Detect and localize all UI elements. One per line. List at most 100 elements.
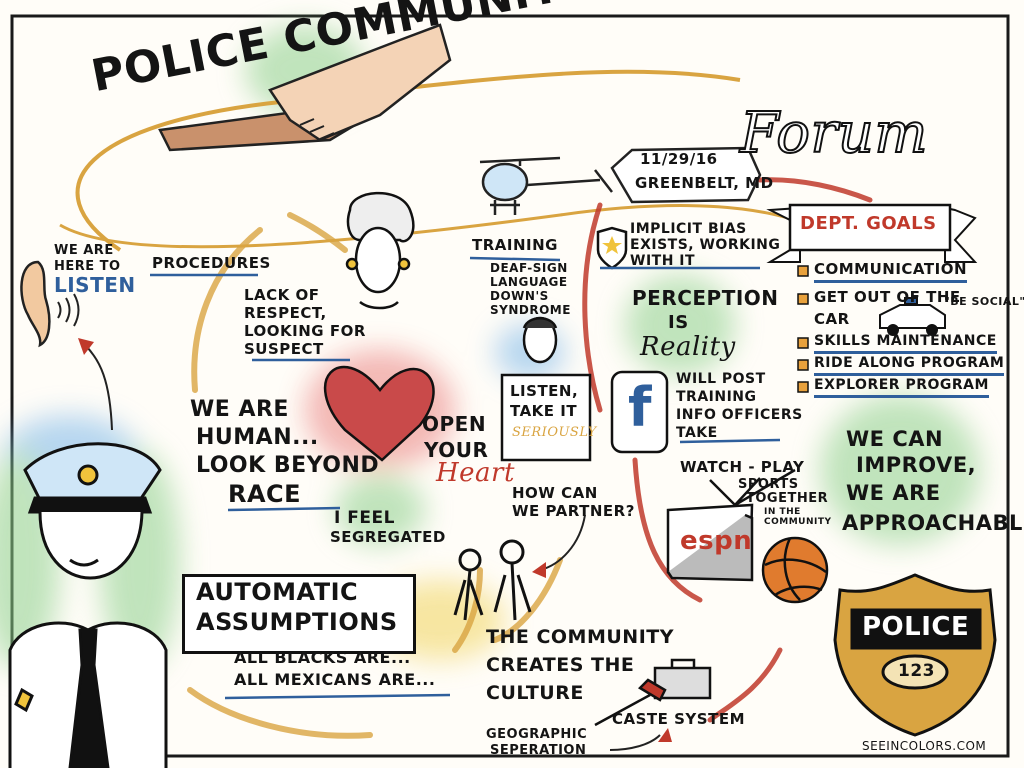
facebook-line1: WILL POST bbox=[676, 371, 766, 387]
title-script: Forum bbox=[739, 101, 928, 166]
community-line1: THE COMMUNITY bbox=[486, 626, 674, 648]
perception-script: Reality bbox=[640, 332, 736, 362]
community-geo-1: GEOGRAPHIC bbox=[486, 727, 588, 742]
partner-arrowhead bbox=[532, 562, 546, 578]
heart-icon bbox=[324, 365, 435, 462]
title-swoosh-lower bbox=[59, 204, 821, 249]
training-sign-script: SERIOUSLY bbox=[512, 425, 597, 440]
community-line2: CREATES THE bbox=[486, 654, 635, 676]
goals-ribbon-center bbox=[788, 203, 952, 252]
procedures-lady bbox=[345, 191, 415, 310]
badge-label: POLICE bbox=[862, 612, 970, 642]
goals-bullets bbox=[797, 265, 809, 393]
facebook-line2: TRAINING bbox=[676, 389, 757, 405]
training-item-1: DEAF-SIGN bbox=[490, 261, 568, 275]
community-caste: CASTE SYSTEM bbox=[612, 710, 745, 728]
procedures-item-1: LACK OF bbox=[244, 286, 320, 304]
blue-underlines bbox=[150, 256, 781, 700]
goal-item-1: COMMUNICATION bbox=[814, 261, 967, 283]
goal-item-4: SKILLS MAINTENANCE bbox=[814, 334, 997, 354]
badge-number: 123 bbox=[898, 661, 935, 681]
human-line4: RACE bbox=[228, 480, 302, 508]
listen-line2: HERE TO bbox=[54, 259, 121, 274]
police-car-icon bbox=[879, 297, 946, 336]
improve-line3: WE ARE bbox=[846, 481, 941, 505]
watch-line2: SPORTS bbox=[738, 477, 799, 492]
open-heart-line1: OPEN bbox=[422, 412, 487, 436]
sound-waves-icon bbox=[57, 293, 80, 327]
improve-line4: APPROACHABLE bbox=[842, 511, 1024, 535]
perception-line2: IS bbox=[668, 312, 689, 333]
partner-line2: WE PARTNER? bbox=[512, 502, 635, 520]
segregated-line1: I FEEL bbox=[334, 508, 395, 528]
community-geo-2: SEPERATION bbox=[490, 743, 587, 758]
tv-icon bbox=[666, 468, 796, 582]
assumption-item-2: ALL MEXICANS ARE... bbox=[234, 670, 436, 689]
human-line3: LOOK BEYOND bbox=[196, 453, 380, 478]
event-place: GREENBELT, MD bbox=[635, 174, 774, 192]
police-badge-icon bbox=[833, 573, 997, 737]
improve-line1: WE CAN bbox=[846, 427, 944, 451]
goal-item-3: CAR bbox=[814, 310, 850, 328]
caste-arrow bbox=[609, 734, 661, 751]
trainee-figure bbox=[500, 316, 592, 462]
watch-line5: COMMUNITY bbox=[764, 517, 832, 527]
training-sign-2: TAKE IT bbox=[510, 402, 578, 420]
handshake-icon bbox=[158, 23, 452, 152]
open-heart-line2: YOUR bbox=[424, 438, 489, 462]
human-line1: WE ARE bbox=[190, 397, 289, 422]
improve-line2: IMPROVE, bbox=[856, 453, 977, 477]
procedures-heading: PROCEDURES bbox=[152, 254, 271, 272]
facebook-line4: TAKE bbox=[676, 425, 718, 441]
training-item-3: DOWN'S bbox=[490, 289, 549, 303]
watch-line3: TOGETHER bbox=[746, 491, 829, 506]
officer-figure bbox=[8, 442, 168, 768]
perception-line1: PERCEPTION bbox=[632, 286, 779, 310]
human-line2: HUMAN... bbox=[196, 425, 319, 450]
assumptions-line2: ASSUMPTIONS bbox=[196, 608, 398, 636]
goal-be-social: "BE SOCIAL" bbox=[944, 295, 1024, 308]
people-figures bbox=[453, 539, 532, 621]
bias-line2: EXISTS, WORKING bbox=[630, 237, 781, 253]
training-sign-1: LISTEN, bbox=[510, 382, 579, 400]
helicopter-icon bbox=[479, 156, 613, 215]
watch-line4: IN THE bbox=[764, 507, 801, 517]
listen-arrowhead bbox=[78, 338, 94, 355]
segregated-line2: SEGREGATED bbox=[330, 528, 446, 546]
listen-word: LISTEN bbox=[54, 273, 136, 297]
goal-item-5: RIDE ALONG PROGRAM bbox=[814, 356, 1005, 376]
community-line3: CULTURE bbox=[486, 682, 584, 704]
facebook-letter: f bbox=[628, 376, 652, 439]
training-heading: TRAINING bbox=[472, 236, 558, 254]
listen-arrow bbox=[84, 344, 113, 431]
red-arcs bbox=[582, 177, 873, 723]
procedures-item-3: LOOKING FOR bbox=[244, 322, 366, 340]
caste-arrowhead bbox=[658, 728, 672, 742]
event-box bbox=[610, 146, 762, 204]
bias-line3: WITH IT bbox=[630, 253, 696, 269]
goals-heading: DEPT. GOALS bbox=[800, 213, 937, 234]
page-frame bbox=[10, 14, 1010, 758]
ear-icon bbox=[20, 260, 51, 348]
tv-logo: espn bbox=[680, 526, 753, 556]
procedures-item-4: SUSPECT bbox=[244, 340, 324, 358]
event-date: 11/29/16 bbox=[640, 150, 718, 168]
facebook-icon bbox=[610, 370, 669, 454]
assumptions-banner bbox=[182, 574, 416, 654]
credit: SEEINCOLORS.COM bbox=[862, 739, 987, 753]
hammer-icon bbox=[594, 678, 667, 727]
open-heart-script: Heart bbox=[436, 458, 515, 488]
training-item-2: LANGUAGE bbox=[490, 275, 568, 289]
watch-line1: WATCH - PLAY bbox=[680, 458, 805, 476]
bias-line1: IMPLICIT BIAS bbox=[630, 221, 747, 237]
training-item-4: SYNDROME bbox=[490, 303, 571, 317]
listen-line1: WE ARE bbox=[54, 243, 114, 258]
goal-item-6: EXPLORER PROGRAM bbox=[814, 378, 989, 398]
basketball-icon bbox=[761, 536, 829, 604]
facebook-line3: INFO OFFICERS bbox=[676, 407, 803, 423]
goal-item-2: GET OUT OF THE bbox=[814, 288, 961, 306]
procedures-item-2: RESPECT, bbox=[244, 304, 327, 322]
assumptions-line1: AUTOMATIC bbox=[196, 578, 359, 606]
partner-line1: HOW CAN bbox=[512, 484, 598, 502]
